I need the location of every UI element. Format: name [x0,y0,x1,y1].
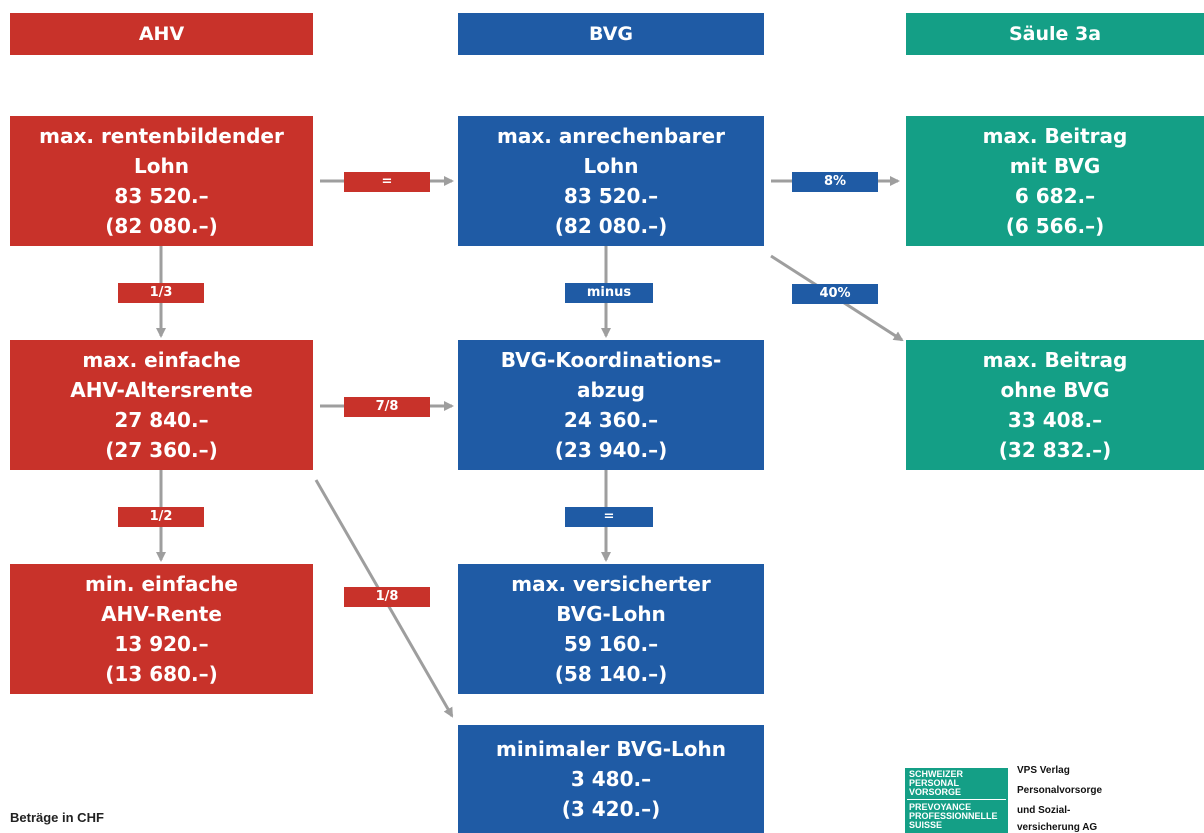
box-bvg-max-versicherter-lohn: max. versicherter BVG-Lohn 59 160.– (58 … [458,564,764,694]
box-bvg-max-anrechenbarer-lohn: max. anrechenbarer Lohn 83 520.– (82 080… [458,116,764,246]
label-equals-koord-vers: = [565,507,653,527]
box-bvg-koordinationsabzug: BVG-Koordinations- abzug 24 360.– (23 94… [458,340,764,470]
label-minus: minus [565,283,653,303]
label-equals-ahv-bvg: = [344,172,430,192]
logo-divider [907,799,1006,800]
publisher-line-1: VPS Verlag [1017,765,1070,776]
label-8-percent: 8% [792,172,878,192]
label-seven-eighths: 7/8 [344,397,430,417]
label-one-eighth: 1/8 [344,587,430,607]
label-40-percent: 40% [792,284,878,304]
vps-logo: SCHWEIZER PERSONAL VORSORGE PREVOYANCE P… [905,768,1008,833]
header-saeule-3a: Säule 3a [906,13,1204,55]
publisher-line-4: versicherung AG [1017,822,1098,833]
label-one-half: 1/2 [118,507,204,527]
label-one-third: 1/3 [118,283,204,303]
box-ahv-min-rente: min. einfache AHV-Rente 13 920.– (13 680… [10,564,313,694]
box-bvg-minimaler-lohn: minimaler BVG-Lohn 3 480.– (3 420.–) [458,725,764,833]
box-saeule-max-beitrag-ohne-bvg: max. Beitrag ohne BVG 33 408.– (32 832.–… [906,340,1204,470]
footnote-currency: Beträge in CHF [10,810,104,825]
header-bvg: BVG [458,13,764,55]
box-saeule-max-beitrag-mit-bvg: max. Beitrag mit BVG 6 682.– (6 566.–) [906,116,1204,246]
box-ahv-max-rentenbildender-lohn: max. rentenbildender Lohn 83 520.– (82 0… [10,116,313,246]
publisher-line-2: Personalvorsorge [1017,785,1103,796]
header-ahv: AHV [10,13,313,55]
publisher-line-3: und Sozial- [1017,805,1071,816]
box-ahv-max-altersrente: max. einfache AHV-Altersrente 27 840.– (… [10,340,313,470]
